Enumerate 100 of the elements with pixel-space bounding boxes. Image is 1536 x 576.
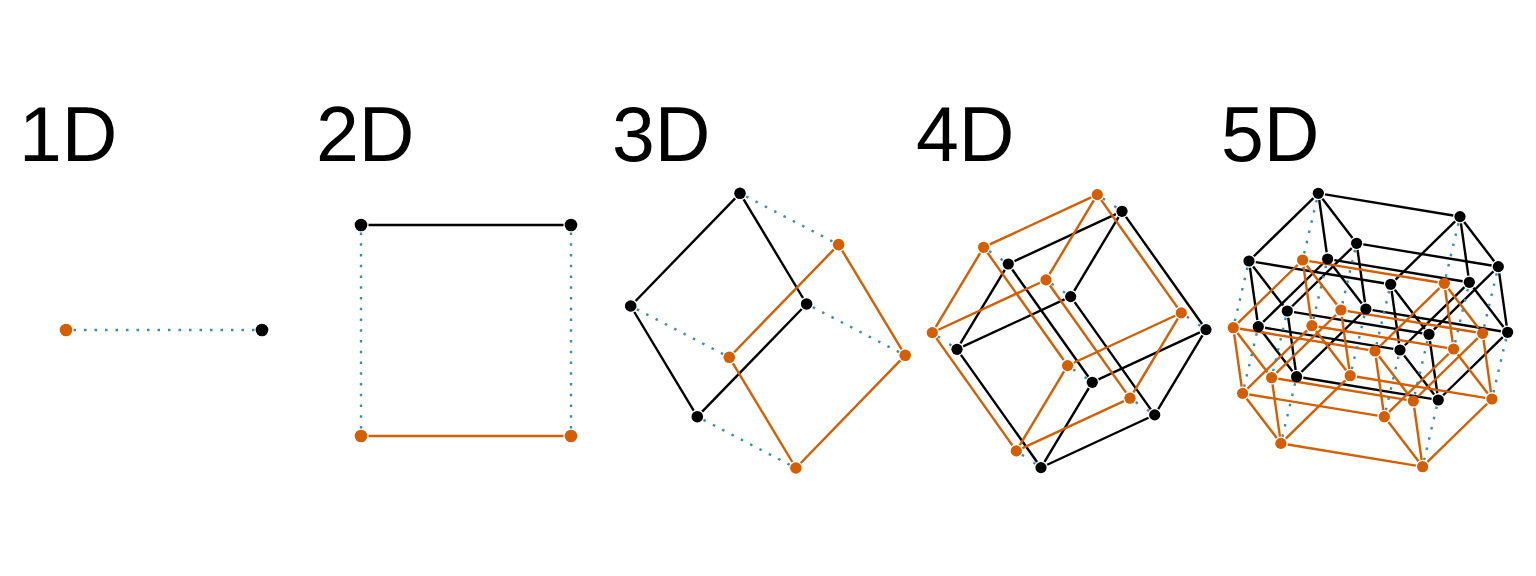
dimension-label: 1D [19,96,118,173]
edge-line [1237,263,1299,324]
edge-line [1387,421,1420,463]
vertex-dot [1438,277,1450,289]
edge-line [1302,266,1313,320]
edge-line [1157,334,1204,410]
edge-line [1309,259,1438,284]
edge-line [1239,327,1369,352]
vertex-dot [734,187,746,200]
edge-line [1018,370,1066,446]
edge-line [1011,268,1090,378]
edge-line [1482,339,1493,393]
edge-line [1393,288,1426,330]
vertex-dot [1407,395,1419,407]
edge-line [742,198,804,299]
vertex-dot [564,429,578,443]
dotted-line [1102,197,1118,209]
edge-line [1388,352,1450,413]
edge-line [1404,286,1466,347]
edge-line [841,250,903,350]
vertex-dot [899,349,911,362]
vertex-dot [978,241,990,253]
edge-line [1356,249,1367,303]
vertex-dot [1448,343,1460,355]
edge-line [1271,384,1282,437]
vertex-dot [1243,255,1255,267]
dimension-label: 4D [916,96,1015,173]
vertex-dot [1502,326,1514,338]
vertex-dot [1423,328,1435,340]
dotted-line [1243,333,1258,388]
vertex-dot [1291,371,1303,383]
edge-line [1287,443,1417,467]
dotted-line [1134,401,1150,413]
edge-line [368,223,564,227]
edge-line [934,252,982,328]
edge-line [1378,355,1411,397]
dotted-line [1341,249,1357,304]
edge-line [1262,262,1324,323]
vertex-dot [723,351,736,364]
edge-line [1372,308,1502,333]
edge-line [733,248,835,354]
edge-line [1261,331,1294,373]
vertex-dot [1010,445,1022,457]
vertex-dot [1281,305,1293,317]
vertex-dot [59,323,73,337]
edge-line [799,359,902,464]
edge-line [1334,258,1463,283]
vertex-dot [1040,274,1052,286]
vertex-dot [354,429,368,443]
vertex-dot [926,327,938,339]
vertex-dot [1477,327,1489,339]
vertex-dot [564,218,578,232]
edge-line [368,434,564,438]
edge-line [1132,318,1179,393]
edge-line [986,252,1065,361]
edge-line [989,196,1092,246]
dotted-line [1233,267,1249,322]
vertex-dot [1086,376,1098,388]
edge-line [1013,213,1117,263]
edge-line [1456,353,1489,395]
vertex-dot [1463,276,1475,288]
edge-line [959,269,1006,345]
edge-line [1417,337,1479,398]
vertex-dot [832,238,845,251]
edge-line [1097,331,1201,381]
vertex-dot [1322,253,1334,265]
dotted-line [1423,406,1438,461]
dotted-line [1186,315,1202,327]
edge-line [1300,312,1362,373]
edge-line [1340,316,1351,370]
vertex-dot [1432,394,1444,406]
dotted-line [1272,317,1287,372]
edge-line [1442,336,1504,397]
vertex-dot [951,343,963,355]
dotted-line [1303,199,1318,254]
vertex-dot [1275,437,1287,449]
edge-line [1287,317,1297,371]
edge-line [1356,375,1486,400]
vertex-dot [1385,278,1397,290]
edge-line [1236,332,1269,374]
edge-line [1252,265,1285,307]
edge-line [1433,270,1495,331]
dimension-label: 3D [612,96,711,173]
edge-line [1330,263,1363,305]
vertex-dot [1266,372,1278,384]
edge-line [1073,314,1176,364]
edge-line [1305,264,1338,306]
dimension-label: 5D [1221,96,1320,173]
edge-line [962,298,1066,348]
edge-line [1463,221,1496,262]
edge-line [935,337,1014,447]
edge-line [1291,247,1353,308]
dotted-line [988,250,1004,262]
edge-line [1428,340,1439,394]
edge-line [1048,284,1128,394]
vertex-dot [1252,321,1264,333]
dotted-line [1281,383,1297,438]
edge-line [1498,273,1508,326]
vertex-dot [354,218,368,232]
edge-line [1043,387,1090,463]
